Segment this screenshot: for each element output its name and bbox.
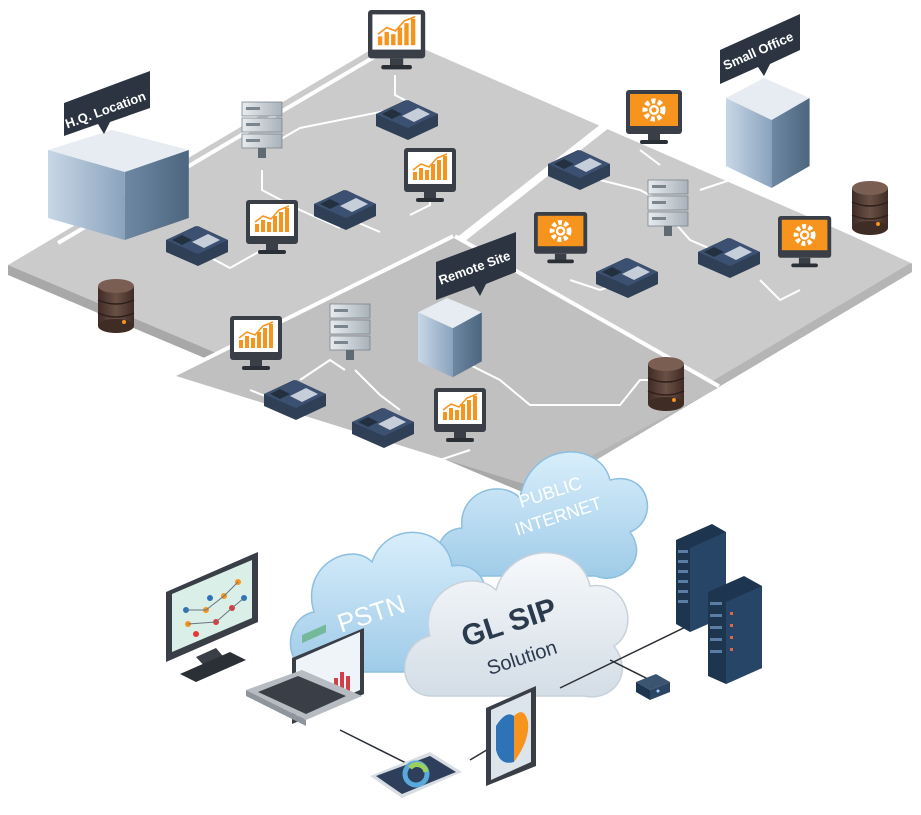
hq-callout: H.Q. Location (63, 71, 150, 136)
tablet-icon (486, 686, 536, 786)
public-internet-cloud: PUBLIC INTERNET (437, 451, 649, 579)
server-rack-icon (708, 576, 762, 684)
desktop-monitor-icon (166, 552, 258, 682)
building-icon (418, 298, 482, 378)
small-office-callout: Small Office (720, 14, 800, 84)
building-icon (726, 78, 810, 188)
laptop-icon (246, 624, 364, 726)
gear-monitor-icon (626, 90, 682, 144)
smartphone-icon (370, 752, 462, 798)
network-switch-icon (636, 674, 670, 700)
database-icon (97, 278, 135, 334)
database-icon (851, 180, 889, 236)
gl-sip-solution-cloud: GL SIP Solution (404, 552, 629, 698)
building-icon (48, 130, 189, 240)
database-icon (647, 356, 685, 412)
